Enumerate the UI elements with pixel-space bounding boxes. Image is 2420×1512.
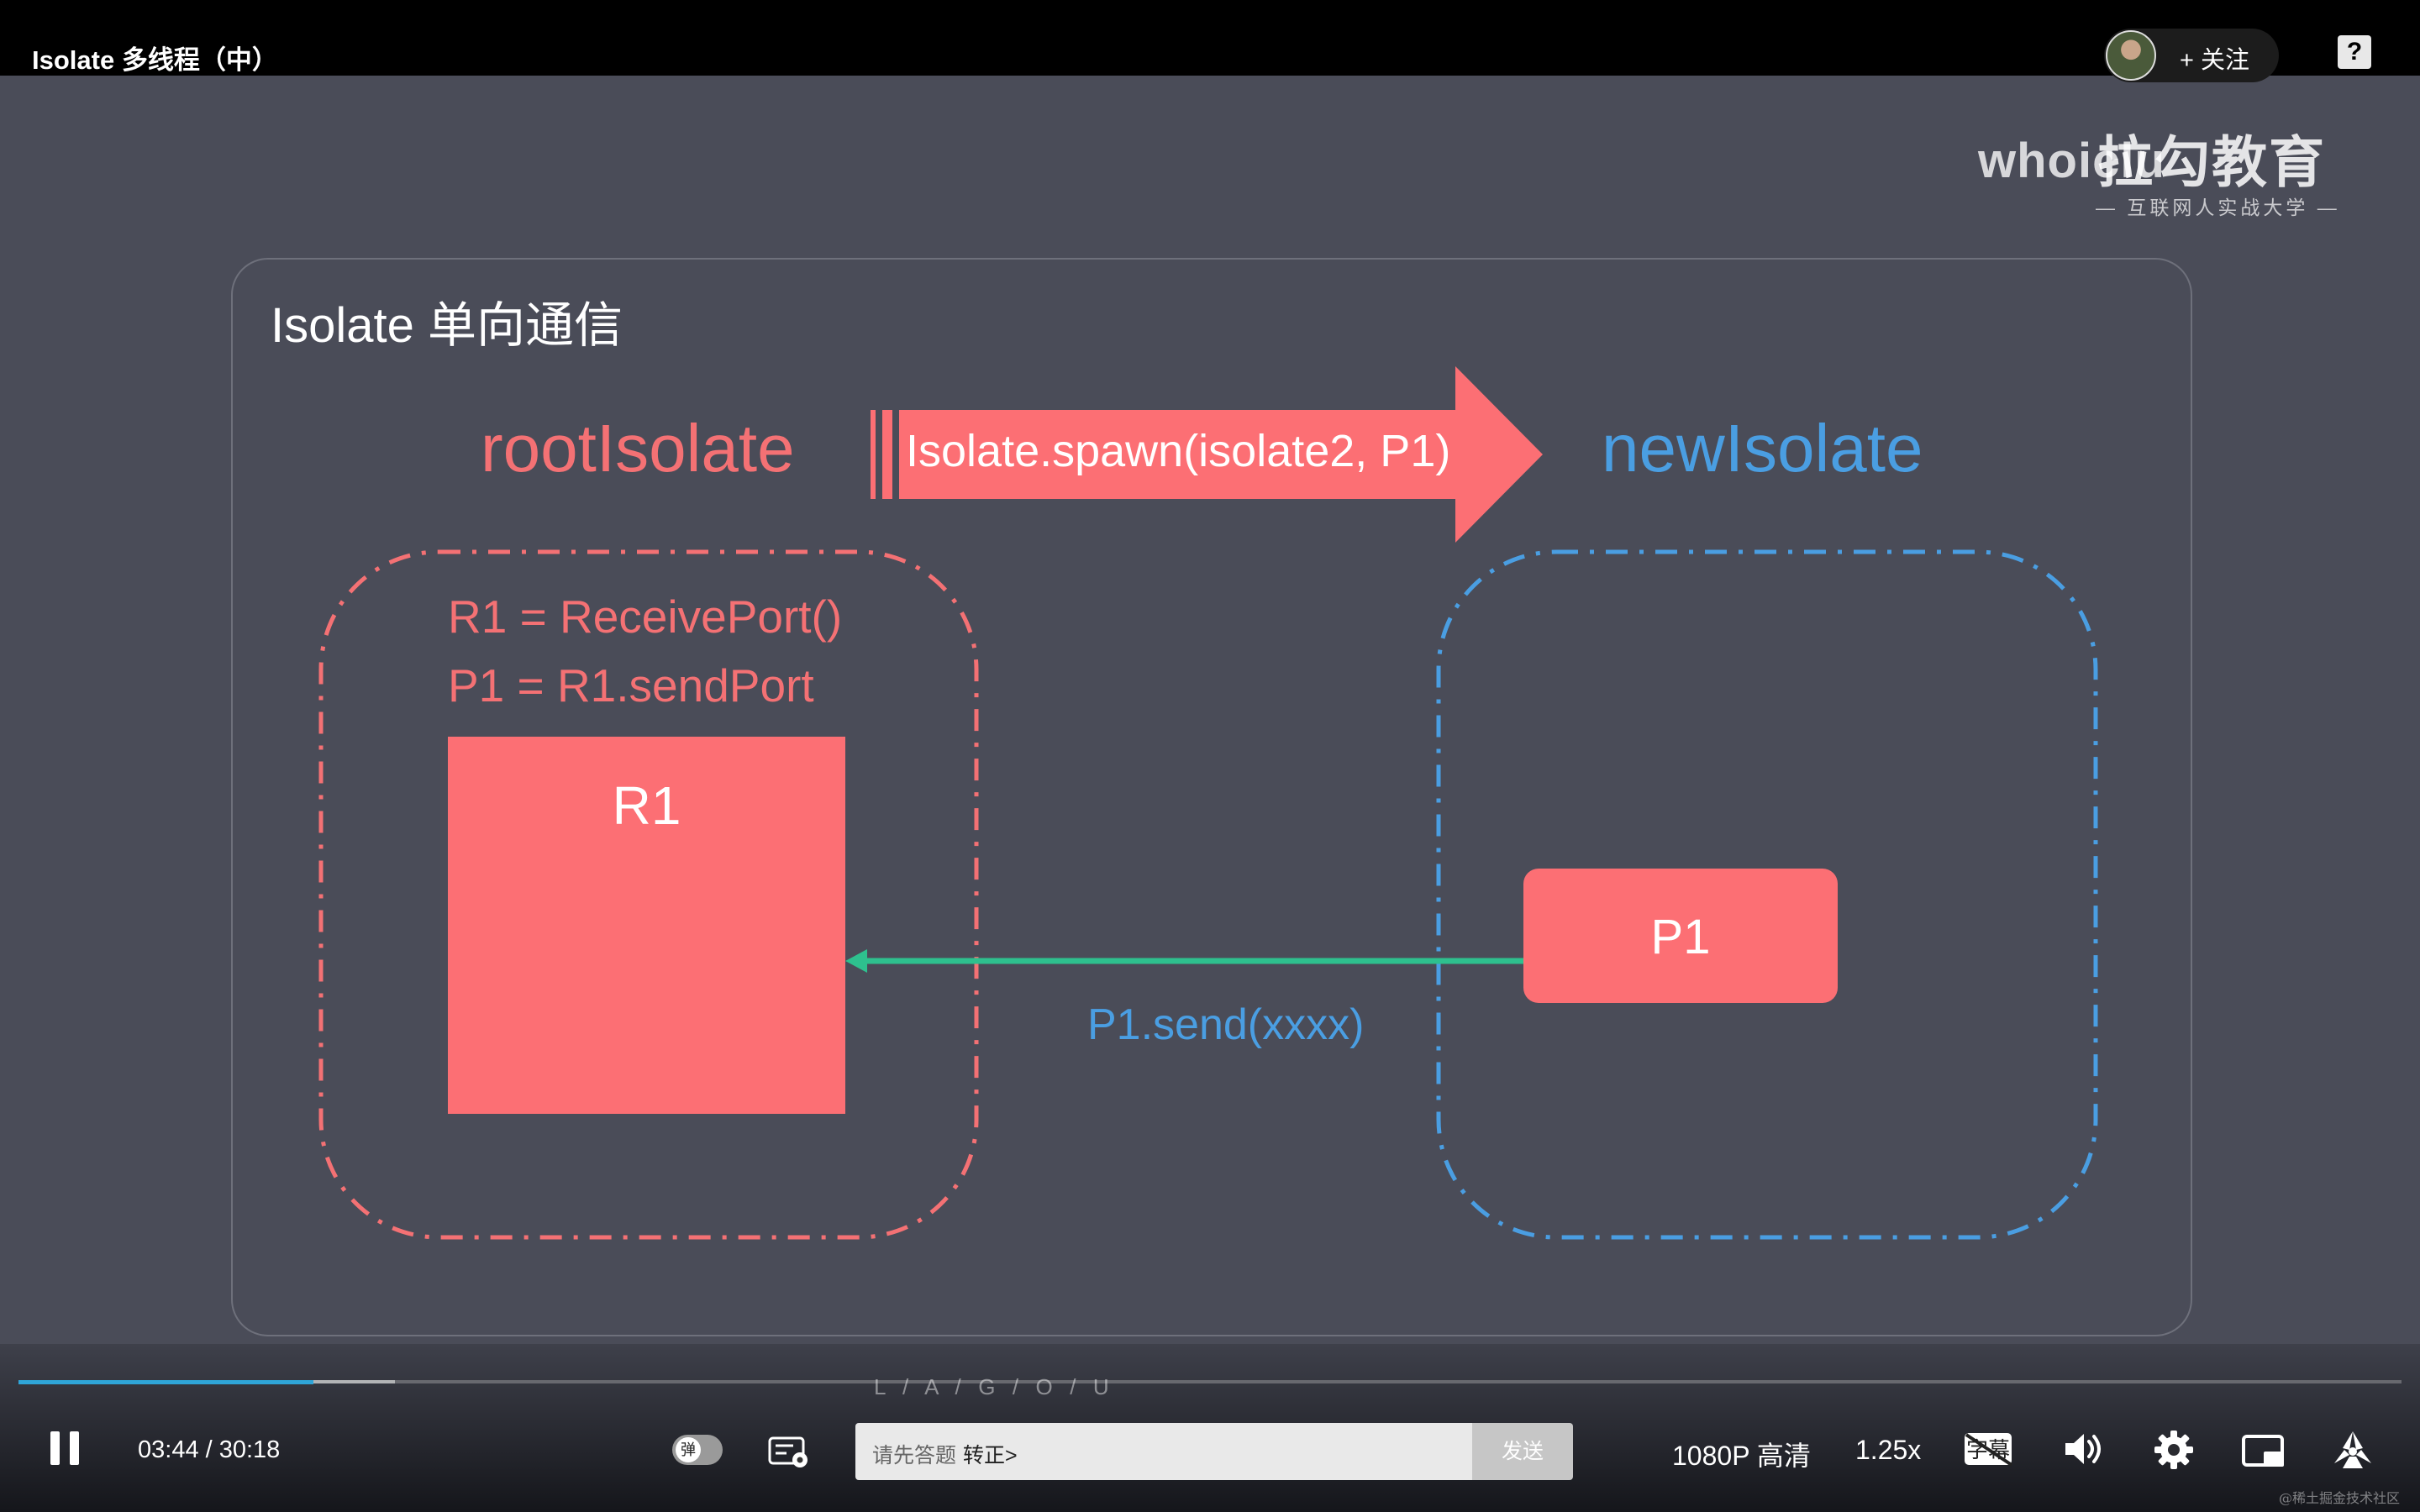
picture-in-picture-icon[interactable] [2242, 1433, 2286, 1468]
spawn-arrow-stripe-1 [871, 410, 876, 499]
video-title: Isolate 多线程（中） [32, 45, 278, 75]
follow-label[interactable]: + 关注 [2180, 47, 2249, 74]
spawn-call-label: Isolate.spawn(isolate2, P1) [906, 426, 1451, 476]
slide-frame [231, 258, 2192, 1336]
root-code-line: R1 = ReceivePort() [448, 591, 843, 643]
danmaku-toggle-knob[interactable]: 弹 [676, 1437, 701, 1462]
root-isolate-title: rootIsolate [481, 411, 795, 486]
danmaku-input-placeholder: 请先答题 [872, 1444, 957, 1467]
r1-label: R1 [612, 775, 681, 836]
become-member-link[interactable]: 转正> [963, 1444, 1018, 1467]
watermark-brand: 拉勾教育 [2097, 131, 2326, 193]
danmaku-settings-icon[interactable] [768, 1435, 810, 1468]
p1-send-port-box [1523, 869, 1838, 1003]
help-icon[interactable]: ? [2338, 35, 2371, 69]
watermark-subtitle: — 互联网人实战大学 — [2096, 197, 2340, 218]
new-isolate-region [1436, 549, 2098, 1240]
uploader-avatar[interactable] [2106, 30, 2156, 81]
slide-title: Isolate 单向通信 [271, 298, 623, 353]
new-isolate-title: newIsolate [1602, 411, 1923, 486]
quality-selector[interactable]: 1080P 高清 [1672, 1441, 1811, 1471]
progress-played [18, 1380, 313, 1384]
spawn-arrow [899, 366, 1543, 543]
send-danmaku-button[interactable]: 发送 [1472, 1423, 1573, 1480]
progress-bar[interactable] [18, 1380, 2402, 1383]
fullscreen-icon[interactable] [2331, 1430, 2375, 1470]
send-arrow-head [845, 949, 867, 973]
settings-gear-icon[interactable] [2153, 1430, 2195, 1470]
r1-receive-port-box [448, 737, 845, 1114]
lagou-watermark-strip: L / A / G / O / U [874, 1374, 1111, 1399]
pause-icon[interactable] [50, 1431, 79, 1465]
top-bar [0, 0, 2420, 76]
watermark-user: whoiclu [1978, 134, 2165, 188]
playback-speed-selector[interactable]: 1.25x [1855, 1435, 1922, 1465]
root-isolate-region [318, 549, 979, 1240]
volume-icon[interactable] [2062, 1430, 2104, 1468]
send-call-label: P1.send(xxxx) [1087, 1000, 1365, 1049]
time-display: 03:44 / 30:18 [138, 1436, 281, 1463]
spawn-arrow-stripe-2 [882, 410, 892, 499]
p1-label: P1 [1650, 910, 1711, 964]
credit-watermark: @稀土掘金技术社区 [2279, 1490, 2401, 1506]
root-code-line: P1 = R1.sendPort [448, 659, 814, 711]
subtitle-icon[interactable]: 字幕 [1963, 1430, 2015, 1468]
danmaku-input[interactable] [855, 1423, 1472, 1480]
